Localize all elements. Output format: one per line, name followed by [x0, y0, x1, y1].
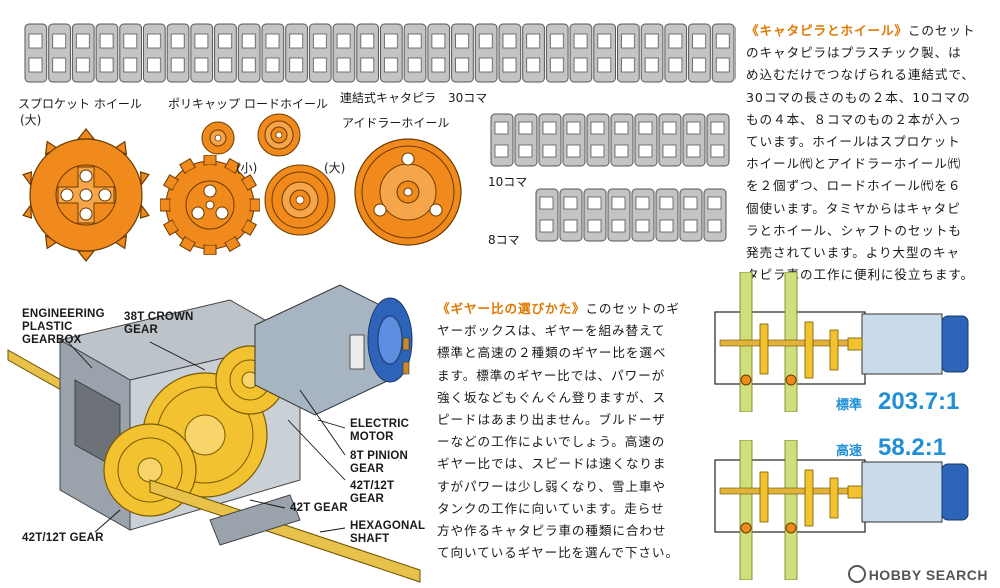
label-crown-1: 38T CROWN [124, 311, 194, 323]
label-gear4212-1: 42T/12T [350, 480, 395, 492]
road-wheel-large [264, 164, 336, 236]
track-line-6: ホイール㈹とアイドラーホイール㈹ [746, 156, 962, 172]
gear-line-3: ます。標準のギヤー比では、パワーが [437, 367, 666, 383]
label-engineering-1: ENGINEERING [22, 308, 105, 320]
gear-line-6: ーなどの工作によいでしょう。高速の [437, 434, 666, 450]
gearbox-diagram-fast [714, 440, 969, 580]
idler-wheel [354, 138, 462, 246]
label-pinion-1: 8T PINION [350, 450, 409, 462]
gear-line-7: ギヤー比では、スピードは速くなりま [437, 456, 667, 472]
gear-line-0: このセットのギ [585, 301, 680, 316]
road-wheel-small [257, 113, 301, 157]
label-small: (小) [236, 161, 258, 175]
watermark: HOBBY SEARCH [847, 565, 988, 583]
track-line-9: ラとホイール、シャフトのセットも [746, 222, 962, 238]
ratio-name-fast: 高速 [836, 444, 863, 459]
ratio-name-standard: 標準 [836, 398, 863, 413]
track-line-2: め込むだけでつなげられる連結式で、 [746, 67, 975, 83]
gear-line-5: ピードはあまり出ません。ブルドーザ [437, 412, 666, 428]
hobby-search-logo-icon [847, 565, 866, 583]
ratio-value-standard: 203.7:1 [878, 388, 960, 415]
track-heading: 《キャタピラとホイール》 [746, 23, 908, 38]
ratio-value-fast: 58.2:1 [878, 434, 947, 461]
label-sprocket-size: (大) [20, 113, 42, 127]
track-line-7: を２個ずつ、ロードホイール㈹を６ [746, 178, 962, 194]
track-line-11: タピラ車の工作に便利に役立ちます。 [746, 267, 975, 283]
label-engineering-2: PLASTIC [22, 321, 73, 333]
idler-wheel-gear [160, 155, 260, 255]
label-track30: 連結式キャタピラ 30コマ [340, 91, 488, 105]
track-8-links [535, 185, 727, 245]
gear-line-11: て向いているギヤー比を選んで下さい。 [437, 545, 679, 561]
track-line-10: 発売されています。より大型のキャ [746, 245, 961, 261]
gear-line-9: タンクの工作に向いています。走らせ [437, 500, 665, 516]
gearbox-illustration [7, 284, 421, 583]
track-line-5: ています。ホイールはスプロケット [746, 134, 961, 150]
label-track10: 10コマ [488, 175, 528, 189]
label-motor-2: MOTOR [350, 431, 394, 443]
label-idler: アイドラーホイール [342, 116, 450, 130]
track-line-0: このセット [907, 23, 976, 38]
label-gear4212-left: 42T/12T GEAR [22, 532, 104, 544]
label-hex-1: HEXAGONAL [350, 520, 426, 532]
track-line-3: 30コマの長さのもの２本、10コマの [746, 89, 971, 105]
gearbox-diagram-standard [714, 272, 969, 412]
label-motor-1: ELECTRIC [350, 418, 410, 430]
label-hex-2: SHAFT [350, 533, 390, 545]
track-line-4: もの４本、８コマのもの２本が入っ [746, 111, 962, 127]
track-30-links [24, 20, 736, 86]
label-gear4212-2: GEAR [350, 493, 385, 505]
gear-line-10: 方や作るキャタピラ車の種類に合わせ [437, 523, 667, 539]
sprocket-wheel [22, 128, 150, 262]
gear-line-8: すがパワーは少し弱くなり、雪上車や [437, 478, 666, 494]
label-large: (大) [324, 161, 346, 175]
label-gear42: 42T GEAR [290, 502, 348, 514]
label-road-wheel: ロードホイール [244, 97, 329, 111]
label-polycap: ポリキャップ [168, 97, 241, 111]
label-crown-2: GEAR [124, 324, 159, 336]
watermark-text: HOBBY SEARCH [868, 567, 988, 583]
label-track8: 8コマ [488, 233, 520, 247]
track-description: 《キャタピラとホイール》このセット のキャタピラはプラスチック製、は め込むだけ… [746, 20, 996, 286]
label-pinion-2: GEAR [350, 463, 385, 475]
track-line-1: のキャタピラはプラスチック製、は [746, 45, 962, 61]
label-engineering-3: GEARBOX [22, 334, 82, 346]
gear-heading: 《ギヤー比の選びかた》 [437, 301, 586, 316]
label-sprocket: スプロケット ホイール [18, 97, 142, 111]
gear-description: 《ギヤー比の選びかた》このセットのギ ヤーボックスは、ギヤーを組み替えて 標準と… [437, 298, 707, 564]
gear-line-1: ヤーボックスは、ギヤーを組み替えて [437, 323, 666, 339]
gear-line-2: 標準と高速の２種類のギヤー比を選べ [437, 345, 667, 361]
track-line-8: 個使います。タミヤからはキャタピ [746, 200, 961, 216]
track-10-links [490, 110, 730, 170]
polycap [201, 121, 235, 155]
gear-line-4: 強く坂などもぐんぐん登りますが、ス [437, 389, 667, 405]
